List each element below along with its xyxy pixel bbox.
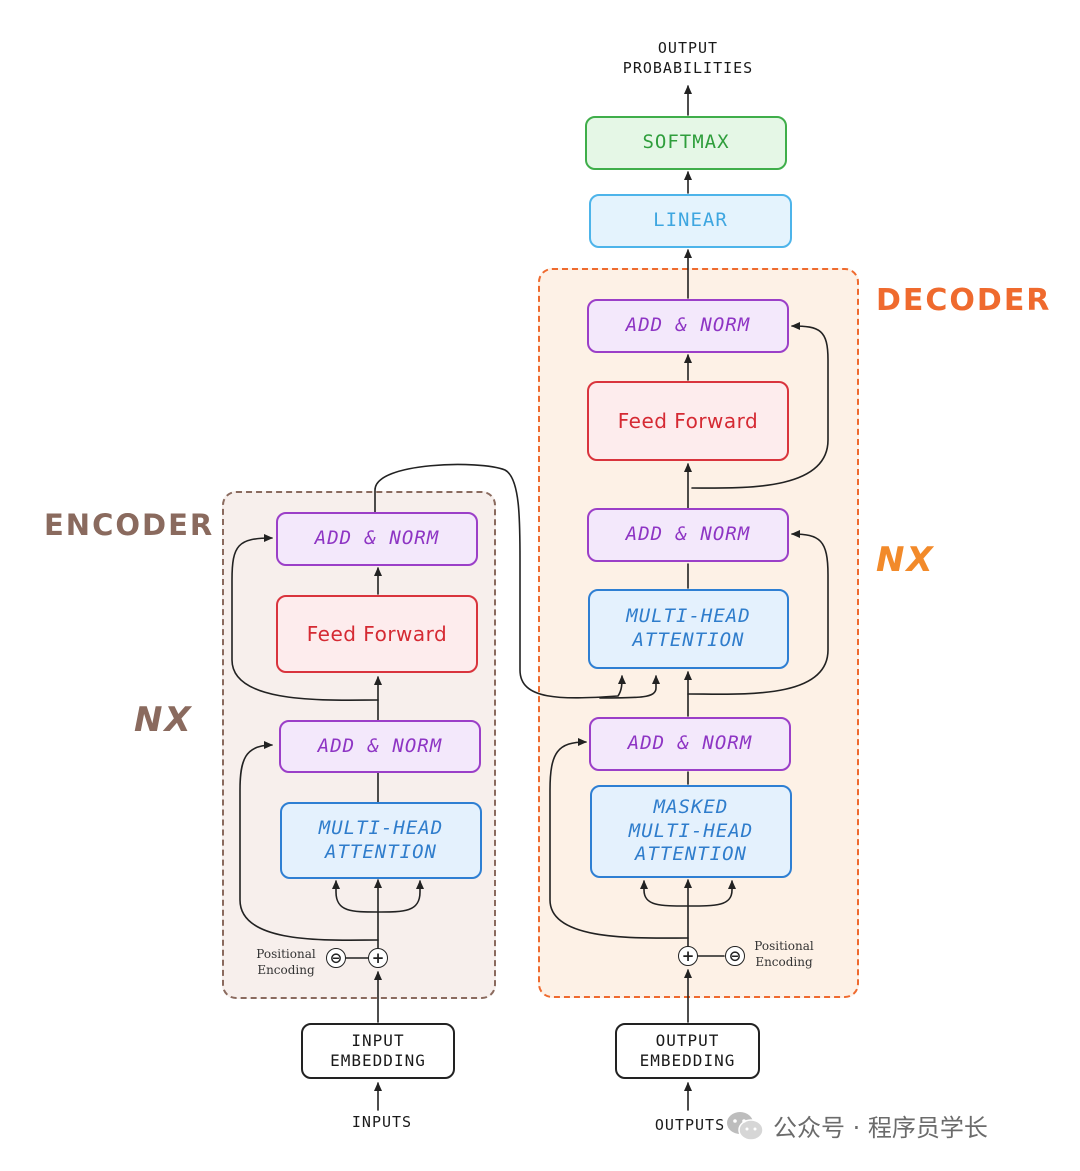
decoder-add-norm-bottom-label: ADD & NORM (627, 732, 753, 755)
decoder-title: DECODER (876, 283, 1052, 318)
enc-to-dec-link (374, 463, 626, 699)
dec-split-right (687, 880, 736, 907)
watermark-text: 公众号 · 程序员学长 (773, 1114, 988, 1142)
encoder-mha-line1: MULTI-HEAD (318, 816, 444, 839)
decoder-add-operator-icon: + (678, 946, 698, 966)
dec-residual-1 (549, 738, 689, 939)
decoder-multi-head-attention: MULTI-HEAD ATTENTION (588, 589, 789, 669)
encoder-multi-head-attention: MULTI-HEAD ATTENTION (280, 802, 482, 879)
encoder-add-norm-top-label: ADD & NORM (314, 527, 440, 550)
decoder-masked-line1: MASKED (653, 795, 729, 818)
encoder-add-norm-bottom: ADD & NORM (279, 720, 481, 773)
decoder-pos-line2: Encoding (755, 955, 813, 970)
encoder-positional-encoding-icon: ⊖ (326, 948, 346, 968)
decoder-add-norm-mid-label: ADD & NORM (625, 523, 751, 546)
outputs-label: OUTPUTS (654, 1116, 726, 1134)
input-embedding-line1: INPUT (351, 1031, 405, 1050)
encoder-pos-line1: Positional (256, 947, 316, 961)
enc-split-left (332, 880, 379, 913)
dec-residual-3 (691, 322, 829, 489)
decoder-feed-forward-label: Feed Forward (617, 408, 759, 433)
dec-residual-2 (687, 530, 829, 696)
encoder-add-operator-icon: + (368, 948, 388, 968)
enc-residual-1 (239, 741, 379, 941)
decoder-masked-multi-head-attention: MASKED MULTI-HEAD ATTENTION (590, 785, 792, 878)
watermark: 公众号 · 程序员学长 (725, 1108, 988, 1143)
output-label-line2: PROBABILITIES (622, 59, 754, 78)
encoder-add-norm-bottom-label: ADD & NORM (317, 734, 443, 757)
wechat-logo-icon (727, 1111, 764, 1141)
inputs-label: INPUTS (351, 1113, 413, 1131)
input-embedding-line2: EMBEDDING (330, 1051, 426, 1070)
output-probabilities-label: OUTPUT PROBABILITIES (598, 38, 778, 79)
enc-split-right (377, 880, 424, 913)
encoder-positional-encoding-label: Positional Encoding (246, 946, 326, 978)
linear-label: LINEAR (653, 209, 728, 232)
dec-split-left (640, 880, 689, 907)
decoder-pos-line1: Positional (754, 939, 814, 953)
output-embedding-block: OUTPUT EMBEDDING (615, 1023, 760, 1079)
decoder-add-norm-top-label: ADD & NORM (625, 314, 751, 337)
input-embedding-block: INPUT EMBEDDING (301, 1023, 455, 1079)
encoder-pos-line2: Encoding (257, 963, 315, 978)
decoder-add-norm-mid: ADD & NORM (587, 508, 789, 562)
output-embedding-line2: EMBEDDING (639, 1051, 736, 1070)
softmax-block: SOFTMAX (585, 116, 787, 170)
linear-block: LINEAR (589, 194, 792, 248)
output-label-line1: OUTPUT (657, 39, 719, 57)
softmax-label: SOFTMAX (642, 131, 730, 154)
encoder-title: ENCODER (44, 508, 215, 542)
decoder-masked-line2: MULTI-HEAD (628, 819, 754, 842)
decoder-masked-line3: ATTENTION (635, 843, 747, 866)
enc-residual-2 (231, 534, 379, 701)
decoder-feed-forward: Feed Forward (587, 381, 789, 461)
decoder-positional-encoding-icon: ⊖ (725, 946, 745, 966)
decoder-repeat-label: NX (876, 540, 935, 580)
encoder-repeat-label: NX (134, 700, 193, 740)
decoder-add-norm-bottom: ADD & NORM (589, 717, 791, 771)
encoder-feed-forward: Feed Forward (276, 595, 478, 673)
decoder-mha-line1: MULTI-HEAD (626, 605, 751, 628)
decoder-positional-encoding-label: Positional Encoding (744, 938, 824, 970)
encoder-add-norm-top: ADD & NORM (276, 512, 478, 566)
decoder-mha-line2: ATTENTION (632, 629, 745, 651)
encoder-mha-line2: ATTENTION (325, 840, 437, 863)
decoder-add-norm-top: ADD & NORM (587, 299, 789, 353)
output-embedding-line1: OUTPUT (655, 1031, 720, 1050)
encoder-feed-forward-label: Feed Forward (306, 621, 448, 646)
enc-to-dec-link-2 (599, 675, 660, 699)
